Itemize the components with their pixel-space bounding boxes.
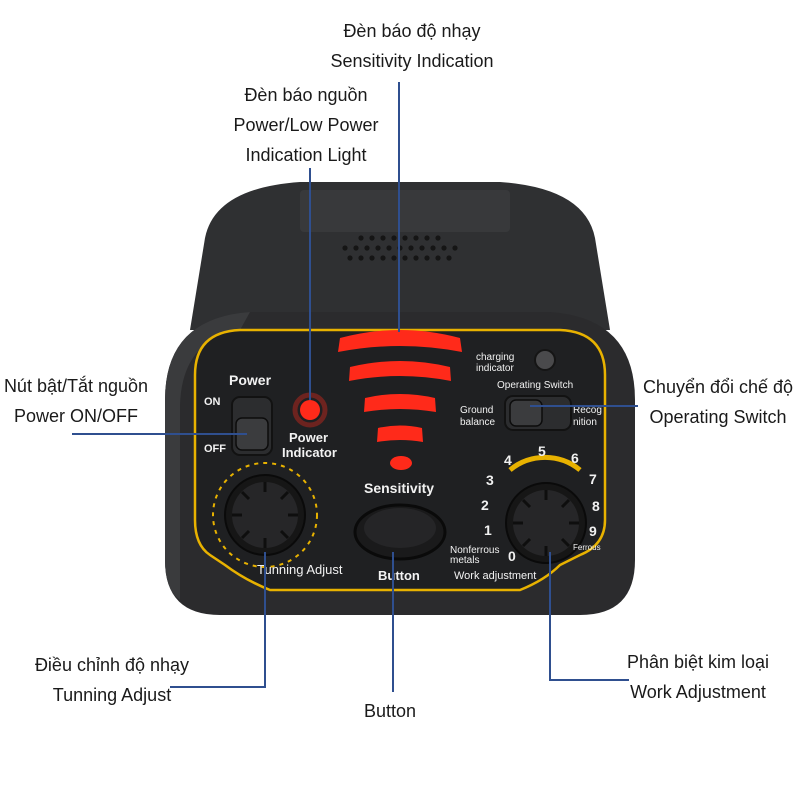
work-dial-number-2: 2 bbox=[481, 497, 489, 513]
nonferrous-label-2: metals bbox=[450, 555, 479, 566]
work-dial-number-8: 8 bbox=[592, 498, 600, 514]
sensitivity-led-bar-4 bbox=[377, 425, 423, 442]
recognition-label-1: Recog bbox=[573, 405, 602, 416]
work-dial-number-6: 6 bbox=[571, 450, 579, 466]
power-indicator-label-2: Indicator bbox=[282, 445, 337, 460]
callout-work-vi: Phân biệt kim loại bbox=[626, 652, 770, 672]
callout-sensitivity-en: Sensitivity Indication bbox=[330, 51, 494, 71]
ferrous-label: Ferrous bbox=[573, 543, 601, 552]
sensitivity-led-bar-1 bbox=[338, 330, 462, 352]
center-button-highlight bbox=[364, 508, 436, 548]
callout-power-light-vi: Đèn báo nguồn bbox=[244, 85, 368, 105]
callout-power-switch-en: Power ON/OFF bbox=[13, 406, 138, 426]
work-dial-number-5: 5 bbox=[538, 443, 546, 459]
panel-button-label: Button bbox=[378, 568, 420, 583]
work-dial-number-7: 7 bbox=[589, 471, 597, 487]
panel-sensitivity-label: Sensitivity bbox=[364, 480, 434, 496]
leader-operating-switch-h bbox=[530, 405, 638, 407]
body-side-left bbox=[165, 312, 250, 600]
callout-sensitivity: Đèn báo độ nhạy Sensitivity Indication bbox=[312, 16, 512, 76]
speaker-grille bbox=[342, 235, 458, 261]
charging-led-icon bbox=[534, 349, 556, 371]
panel-power-label: Power bbox=[229, 372, 272, 388]
work-dial-number-1: 1 bbox=[484, 522, 492, 538]
callout-operating-switch: Chuyển đổi chế độ Operating Switch bbox=[636, 372, 800, 432]
power-indicator-label-1: Power bbox=[289, 430, 328, 445]
sensitivity-led-bar-2 bbox=[349, 361, 451, 381]
callout-power-switch-vi: Nút bật/Tắt nguồn bbox=[3, 376, 149, 396]
leader-power-switch-h bbox=[72, 433, 247, 435]
panel-on-label: ON bbox=[204, 396, 221, 408]
callout-work: Phân biệt kim loại Work Adjustment bbox=[608, 647, 788, 707]
work-dial-number-9: 9 bbox=[589, 523, 597, 539]
panel-off-label: OFF bbox=[204, 443, 226, 455]
callout-operating-switch-en: Operating Switch bbox=[649, 407, 787, 427]
callout-power-light-en1: Power/Low Power bbox=[233, 115, 379, 135]
work-dial-number-3: 3 bbox=[486, 472, 494, 488]
work-dial-arc bbox=[508, 455, 582, 472]
tunning-adjust-dial[interactable] bbox=[212, 462, 318, 568]
housing-top-band bbox=[300, 190, 510, 232]
work-dial-number-4: 4 bbox=[504, 452, 512, 468]
ground-balance-label-1: Ground bbox=[460, 405, 493, 416]
charging-label-1: charging bbox=[476, 352, 514, 363]
callout-tunning: Điều chỉnh độ nhạy Tunning Adjust bbox=[22, 650, 202, 710]
callout-tunning-vi: Điều chỉnh độ nhạy bbox=[34, 655, 190, 675]
callout-sensitivity-vi: Đèn báo độ nhạy bbox=[343, 21, 481, 41]
callout-power-light: Đèn báo nguồn Power/Low Power Indication… bbox=[206, 80, 406, 170]
sensitivity-led-bar-3 bbox=[364, 394, 436, 412]
callout-power-light-en2: Indication Light bbox=[245, 145, 367, 165]
callout-button: Button bbox=[340, 696, 440, 726]
panel-operating-switch-label: Operating Switch bbox=[497, 380, 573, 391]
panel-tunning-adjust-label: Tunning Adjust bbox=[257, 562, 343, 577]
charging-label-2: indicator bbox=[476, 363, 514, 374]
operating-switch-toggle[interactable] bbox=[509, 399, 543, 427]
callout-tunning-en: Tunning Adjust bbox=[52, 685, 172, 705]
sensitivity-led-bar-5 bbox=[390, 456, 412, 470]
leader-tunning-v bbox=[264, 552, 266, 686]
work-dial-number-0: 0 bbox=[508, 548, 516, 564]
leader-button bbox=[392, 552, 394, 692]
leader-work-v bbox=[549, 552, 551, 680]
leader-work-h bbox=[549, 679, 629, 681]
callout-button-en: Button bbox=[363, 701, 417, 721]
panel-work-adjustment-label: Work adjustment bbox=[454, 570, 536, 582]
leader-sensitivity bbox=[398, 82, 400, 332]
nonferrous-label-1: Nonferrous bbox=[450, 545, 499, 556]
power-led-icon bbox=[300, 400, 320, 420]
recognition-label-2: nition bbox=[573, 417, 597, 428]
callout-operating-switch-vi: Chuyển đổi chế độ bbox=[642, 377, 794, 397]
leader-tunning-h bbox=[170, 686, 266, 688]
callout-work-en: Work Adjustment bbox=[630, 682, 766, 702]
callout-power-switch: Nút bật/Tắt nguồn Power ON/OFF bbox=[0, 371, 152, 431]
sensitivity-led-bars bbox=[338, 330, 462, 470]
work-adjustment-dial[interactable] bbox=[505, 482, 587, 564]
leader-power-light bbox=[309, 168, 311, 400]
ground-balance-label-2: balance bbox=[460, 417, 495, 428]
